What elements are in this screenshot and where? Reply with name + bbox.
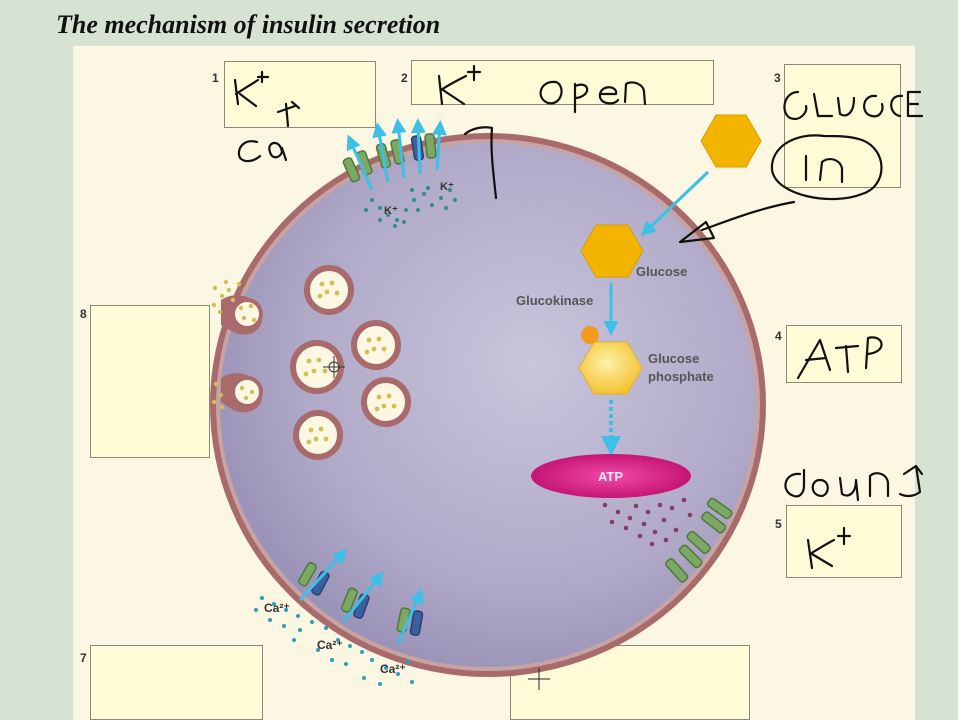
k-channels-right <box>665 497 733 583</box>
box-number-5: 5 <box>775 517 782 531</box>
glucose-phosphate-label-2: phosphate <box>648 369 714 384</box>
glucose-inside-hexagon <box>580 224 644 278</box>
k-ion-label-1: K⁺ <box>384 205 398 217</box>
handwriting-down-arrow <box>784 464 924 502</box>
handwriting-box3 <box>770 90 924 201</box>
box-number-7: 7 <box>80 651 87 665</box>
box-number-3: 3 <box>774 71 781 85</box>
released-insulin-dots <box>211 279 257 410</box>
atp-oval <box>531 454 691 498</box>
glucose-phosphate-label-1: Glucose <box>648 351 699 366</box>
phosphate-group <box>581 326 599 344</box>
atp-label: ATP <box>598 469 623 484</box>
box-number-4: 4 <box>775 329 782 343</box>
box-number-1: 1 <box>212 71 219 85</box>
handwriting-box1 <box>233 70 301 163</box>
box-number-8: 8 <box>80 307 87 321</box>
answer-box-2[interactable] <box>411 60 714 105</box>
ca-ion-label-2: Ca²⁺ <box>317 638 343 652</box>
cursor-crosshair <box>323 356 345 378</box>
glucose-outside-hexagon <box>700 114 762 168</box>
insulin-granules <box>290 265 411 460</box>
handwriting-box4 <box>796 336 883 380</box>
glucose-entry-arrow <box>640 170 710 237</box>
glucokinase-label: Glucokinase <box>516 293 593 308</box>
box-number-2: 2 <box>401 71 408 85</box>
answer-box-8[interactable] <box>90 305 210 458</box>
handwriting-membrane-mark <box>463 126 498 200</box>
answer-box-1[interactable] <box>224 61 376 128</box>
handwriting-box5 <box>806 526 852 570</box>
ca-influx-arrows <box>298 548 424 645</box>
answer-box-7[interactable] <box>90 645 263 720</box>
cytoplasm <box>220 143 756 667</box>
k-efflux-arrows <box>346 118 447 191</box>
handwriting-box2 <box>437 64 647 114</box>
page-title: The mechanism of insulin secretion <box>56 10 441 39</box>
cursor-crosshair-box6 <box>528 668 550 690</box>
glucose-label: Glucose <box>636 264 687 279</box>
k-ion-dots-top <box>364 186 457 228</box>
k-ion-label-2: K⁺ <box>440 181 454 193</box>
ca-ion-dots <box>254 596 414 686</box>
atp-dots <box>602 497 693 547</box>
ca-ion-label-3: Ca²⁺ <box>380 662 406 676</box>
handwriting-glucose-arrow <box>678 200 796 244</box>
answer-box-4[interactable] <box>786 325 902 383</box>
ca-ion-label-1: Ca²⁺ <box>264 601 290 615</box>
